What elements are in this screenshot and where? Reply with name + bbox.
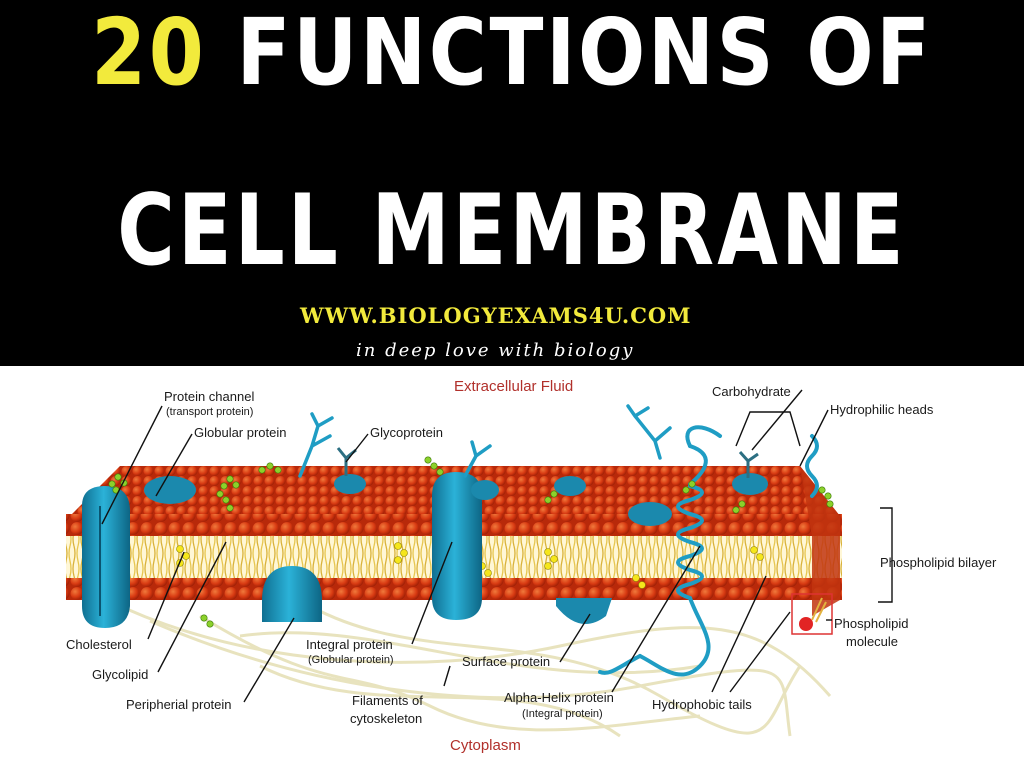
integral-protein-label: Integral protein	[306, 637, 393, 652]
glycolipid-chains	[108, 456, 834, 628]
carbohydrate-chains	[298, 404, 672, 478]
surface-protein-label: Surface protein	[462, 654, 550, 669]
alpha-helix-protein	[598, 425, 722, 677]
alpha-helix-sublabel: (Integral protein)	[522, 708, 603, 720]
cholesterol-molecules	[176, 542, 764, 589]
website-url: WWW.BIOLOGYEXAMS4U.COM	[300, 303, 692, 328]
leader-lines	[101, 389, 893, 703]
hydrophobic-tails-label: Hydrophobic tails	[652, 697, 752, 712]
extracellular-fluid-label: Extracellular Fluid	[454, 378, 573, 395]
surface-protein	[556, 598, 612, 624]
alpha-helix-label: Alpha-Helix protein	[504, 690, 614, 705]
title-line-1: 20 FUNCTIONS OF	[72, 2, 953, 103]
integral-proteins	[82, 472, 768, 628]
phospholipid-bilayer-label: Phospholipid bilayer	[880, 555, 997, 570]
hydrophilic-protein-strand	[805, 434, 819, 498]
peripheral-protein-label: Peripherial protein	[126, 697, 232, 712]
title-line-2: CELL MEMBRANE	[117, 174, 907, 288]
integral-protein-sublabel: (Globular protein)	[308, 654, 394, 666]
tagline: in deep love with biology	[356, 340, 635, 361]
title-text-1: FUNCTIONS OF	[206, 0, 933, 106]
filaments-label-2: cytoskeleton	[350, 711, 422, 726]
membrane-illustration: Extracellular Fluid Cytoplasm Protein ch…	[66, 378, 997, 754]
title-banner: 20 FUNCTIONS OF CELL MEMBRANE WWW.BIOLOG…	[0, 0, 1024, 366]
phospholipid-molecule-box	[791, 593, 833, 635]
cell-membrane-diagram: Extracellular Fluid Cytoplasm Protein ch…	[0, 366, 1024, 768]
protein-channel-sublabel: (transport protein)	[166, 406, 253, 418]
globular-protein	[144, 476, 196, 504]
phospholipid-head	[799, 617, 813, 631]
cytoplasm-label: Cytoplasm	[450, 737, 521, 754]
peripheral-protein	[262, 566, 322, 622]
protein-channel-label: Protein channel	[164, 389, 254, 404]
glycoprotein-label: Glycoprotein	[370, 425, 443, 440]
phospholipid-molecule-label-2: molecule	[846, 634, 898, 649]
integral-protein-large	[432, 472, 482, 620]
protein-channel	[82, 486, 130, 628]
globular-protein-label: Globular protein	[194, 425, 287, 440]
phospholipid-molecule-label-1: Phospholipid	[834, 616, 908, 631]
hydrophilic-heads-label: Hydrophilic heads	[830, 402, 934, 417]
cholesterol-label: Cholesterol	[66, 637, 132, 652]
title-number: 20	[91, 0, 207, 106]
cytoskeleton-filaments	[119, 604, 832, 738]
glycolipid-label: Glycolipid	[92, 667, 148, 682]
carbohydrate-label: Carbohydrate	[712, 384, 791, 399]
filaments-label-1: Filaments of	[352, 693, 423, 708]
